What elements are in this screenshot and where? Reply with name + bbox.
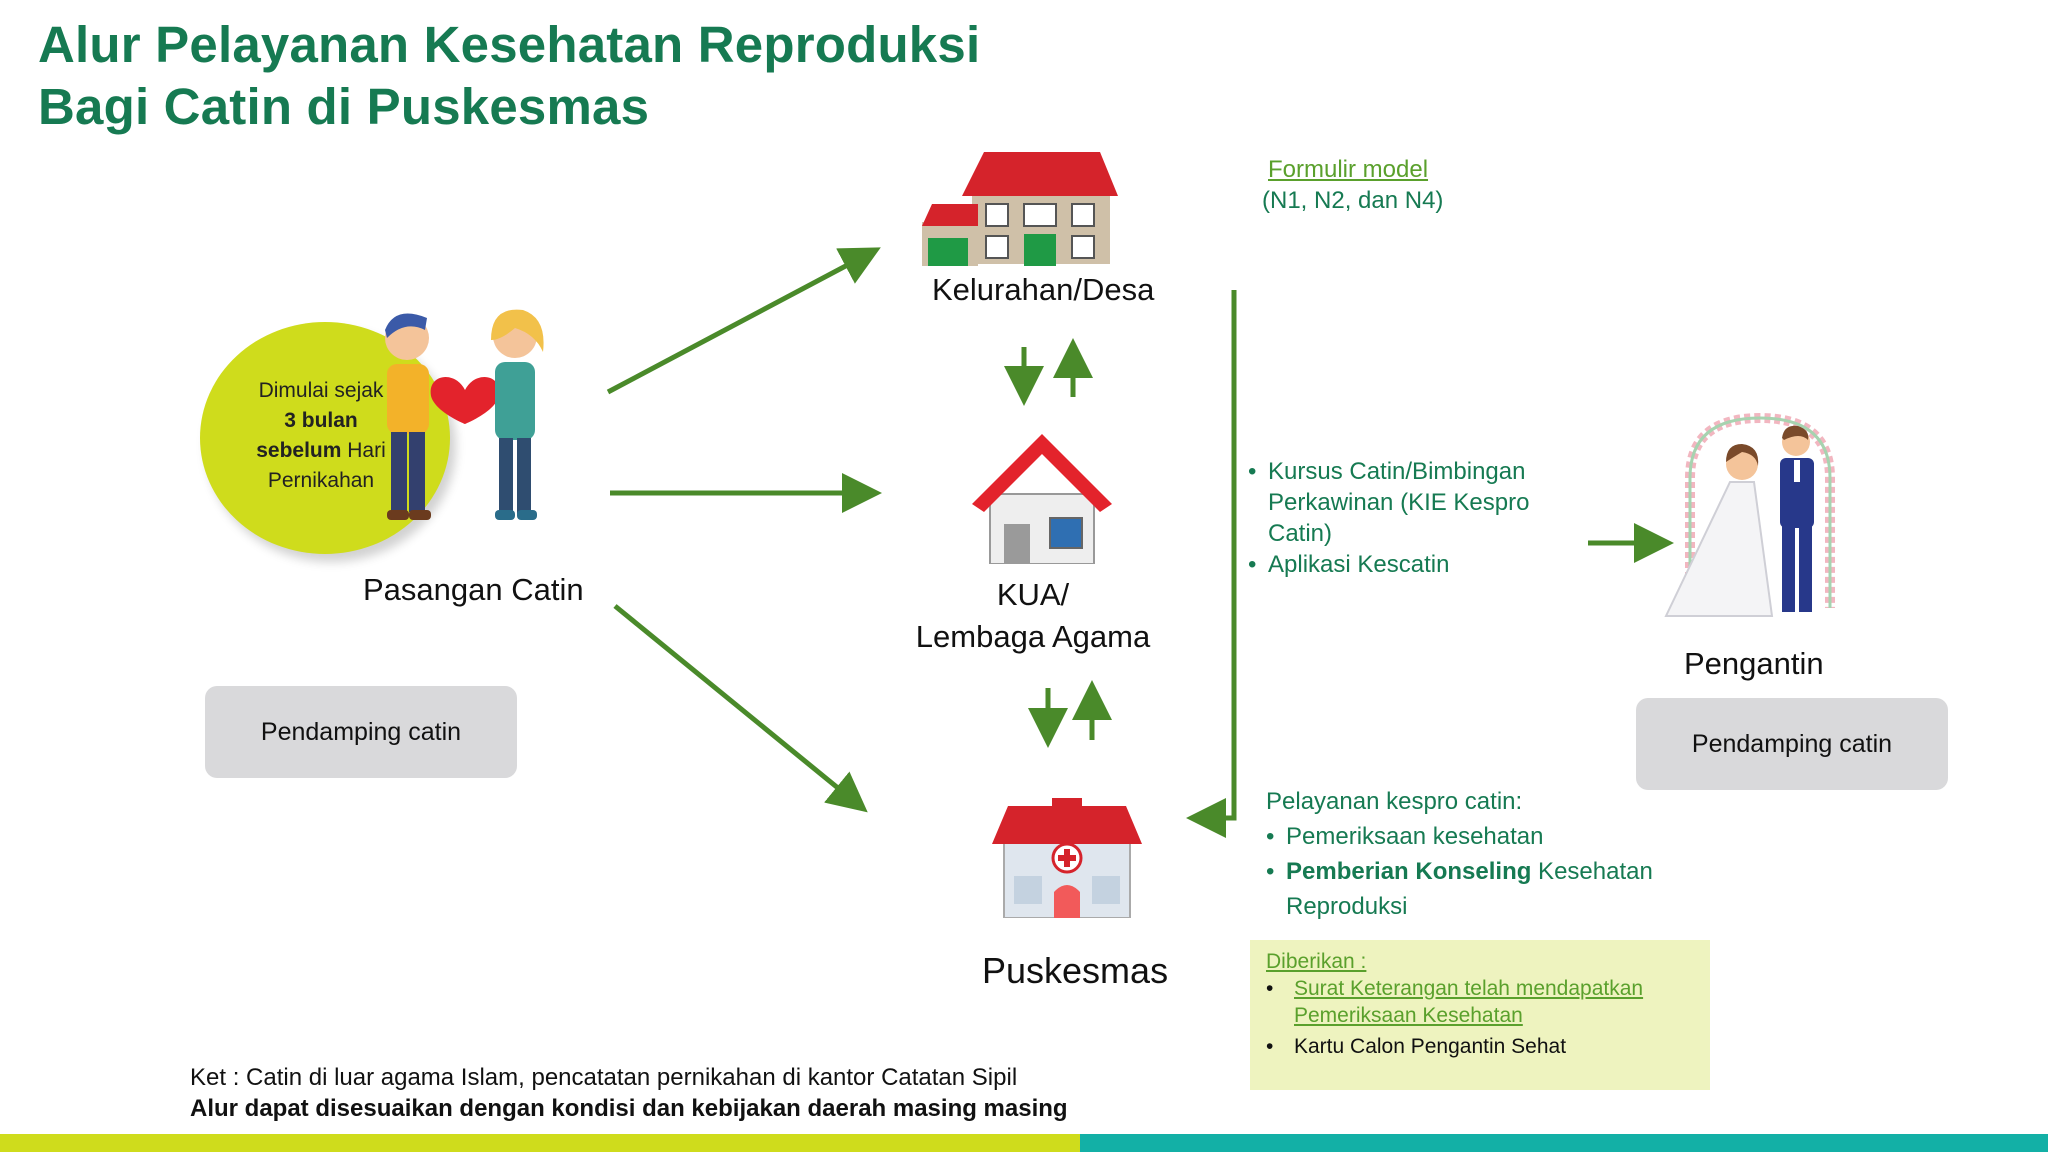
kua-label-line-2: Lembaga Agama bbox=[915, 619, 1151, 654]
services-item-1: Pemeriksaan kesehatan bbox=[1266, 819, 1666, 854]
bottom-bar-lime bbox=[0, 1134, 1080, 1152]
given-content: Diberikan : Surat Keterangan telah menda… bbox=[1266, 948, 1696, 1060]
kua-house-icon bbox=[972, 434, 1112, 564]
footnote: Ket : Catin di luar agama Islam, pencata… bbox=[190, 1062, 1068, 1124]
kelurahan-label: Kelurahan/Desa bbox=[932, 272, 1155, 307]
kua-label-line-1: KUA/ bbox=[996, 577, 1070, 612]
formulir-title: Formulir model bbox=[1268, 156, 1429, 183]
timing-line-4: Pernikahan bbox=[267, 469, 375, 492]
given-item-1-text: Surat Keterangan telah mendapatkan Pemer… bbox=[1294, 977, 1644, 1027]
arrow-couple-to-kelurahan bbox=[606, 247, 881, 395]
footnote-line-1: Ket : Catin di luar agama Islam, pencata… bbox=[190, 1064, 1018, 1091]
footnote-line-2: Alur dapat disesuaikan dengan kondisi da… bbox=[190, 1095, 1068, 1122]
given-heading: Diberikan : bbox=[1266, 950, 1367, 973]
puskesmas-label: Puskesmas bbox=[982, 950, 1169, 991]
puskesmas-building-icon bbox=[992, 798, 1142, 918]
bride-groom-icon bbox=[1664, 412, 1835, 617]
timing-line-3-rest: Hari bbox=[341, 439, 386, 462]
couple-icon bbox=[385, 309, 544, 520]
timing-text: Dimulai sejak 3 bulan sebelum Hari Perni… bbox=[236, 376, 406, 496]
arrow-right-bracket bbox=[1186, 290, 1237, 838]
services-item-2-rest: Kesehatan Reproduksi bbox=[1286, 858, 1653, 920]
services-item-2-bold: Pemberian Konseling bbox=[1286, 858, 1532, 885]
kelurahan-building-icon bbox=[922, 152, 1118, 266]
title-line-2: Bagi Catin di Puskesmas bbox=[38, 78, 650, 135]
course-item-1: Kursus Catin/Bimbingan Perkawinan (KIE K… bbox=[1248, 456, 1578, 549]
course-item-2: Aplikasi Kescatin bbox=[1248, 549, 1578, 580]
services-list: Pelayanan kespro catin: Pemeriksaan kese… bbox=[1266, 784, 1666, 924]
course-list: Kursus Catin/Bimbingan Perkawinan (KIE K… bbox=[1248, 456, 1578, 580]
given-item-1: Surat Keterangan telah mendapatkan Pemer… bbox=[1266, 975, 1696, 1029]
companion-box-left: Pendamping catin bbox=[205, 686, 517, 778]
bottom-bar-teal bbox=[1080, 1134, 2048, 1152]
timing-line-3-bold: sebelum bbox=[256, 439, 342, 462]
services-heading: Pelayanan kespro catin: bbox=[1266, 788, 1523, 815]
formulir-subtitle: (N1, N2, dan N4) bbox=[1262, 187, 1444, 214]
companion-box-right: Pendamping catin bbox=[1636, 698, 1948, 790]
arrow-couple-to-puskesmas bbox=[613, 604, 868, 813]
services-item-2: Pemberian Konseling Kesehatan Reproduksi bbox=[1266, 854, 1666, 924]
given-item-2: Kartu Calon Pengantin Sehat bbox=[1266, 1033, 1696, 1060]
title-line-1: Alur Pelayanan Kesehatan Reproduksi bbox=[38, 16, 981, 73]
couple-label: Pasangan Catin bbox=[363, 572, 584, 607]
formulir-note: Formulir model (N1, N2, dan N4) bbox=[1262, 154, 1443, 216]
kua-label: KUA/ Lembaga Agama bbox=[908, 574, 1158, 658]
page-title: Alur Pelayanan Kesehatan Reproduksi Bagi… bbox=[38, 14, 980, 138]
pengantin-label: Pengantin bbox=[1684, 646, 1824, 681]
timing-line-2: 3 bulan bbox=[284, 409, 358, 432]
timing-line-1: Dimulai sejak bbox=[258, 379, 384, 402]
